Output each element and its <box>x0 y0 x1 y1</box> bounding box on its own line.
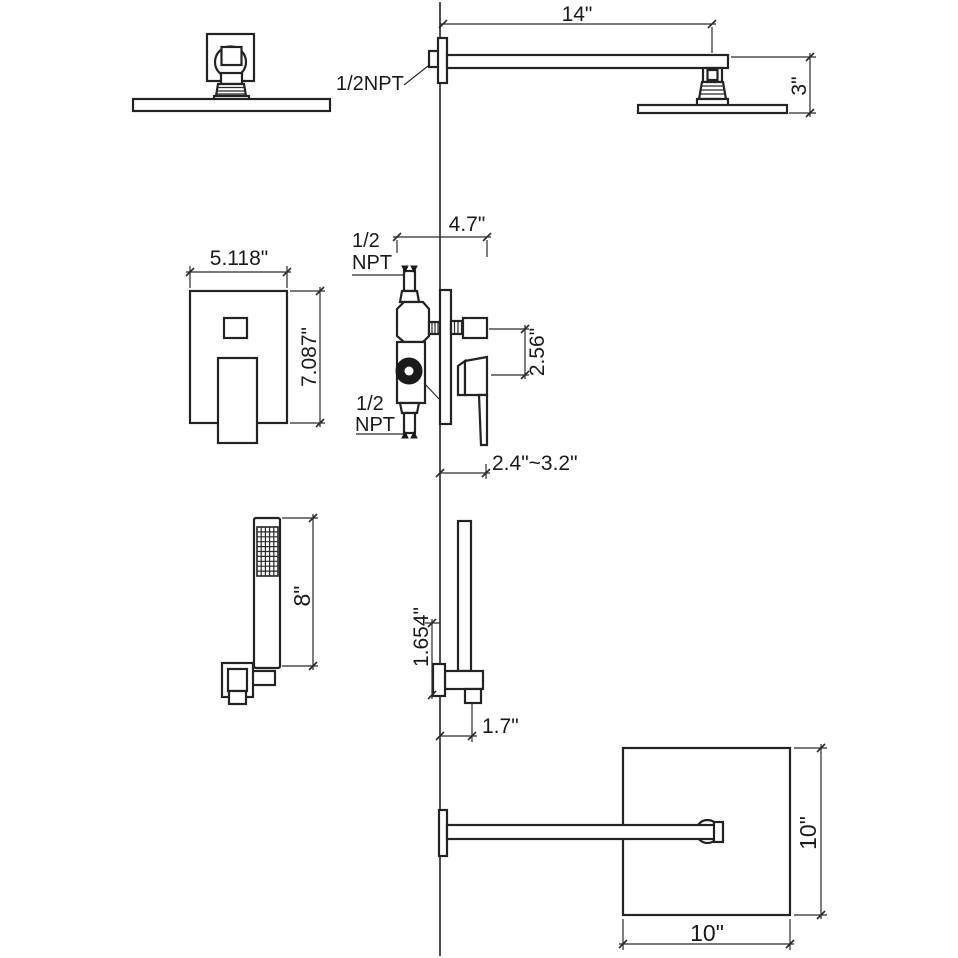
dim-plate-width-label: 5.118" <box>210 247 268 270</box>
shower-head-top-view <box>437 746 792 917</box>
holder-nozzle <box>463 687 483 705</box>
hand-shower-front-view <box>220 516 282 706</box>
mixer-valve-side-view <box>395 269 489 447</box>
dim-ticks <box>315 286 325 428</box>
dim-head-drop: 3" <box>731 52 816 118</box>
shower-arm-assembly <box>427 36 789 115</box>
dim-ticks <box>308 513 318 671</box>
handle-body-side <box>463 355 489 397</box>
dim-ticks <box>427 618 437 700</box>
leader-arrows <box>401 430 418 439</box>
outlet-block <box>461 316 489 340</box>
dim-plate-height-label: 7.087" <box>298 327 321 387</box>
body-detail-line <box>423 382 440 400</box>
dim-line <box>440 23 716 53</box>
arm-end-cap <box>712 820 725 844</box>
dim-head-drop-label: 3" <box>788 76 811 95</box>
dim-ticks <box>438 19 717 29</box>
neck <box>219 71 244 86</box>
hand-shower-holder-side-view <box>431 519 485 705</box>
dim-ticks <box>185 267 292 277</box>
shower-head-side-view <box>131 32 332 113</box>
dim-holder-height-label: 1.654" <box>410 607 433 667</box>
spray-grid-lines <box>257 527 278 576</box>
holder-body <box>443 669 485 691</box>
dim-arm-length-label: 14" <box>562 3 593 26</box>
ball-stem <box>220 45 243 67</box>
valve-trim-front-view <box>188 289 289 445</box>
thread-lines <box>453 322 463 333</box>
dim-line <box>489 325 529 379</box>
thread-lines <box>216 86 246 95</box>
dim-head-depth: 10" <box>794 743 827 920</box>
dim-line <box>440 464 490 479</box>
dim-valve-depth: 4.7" <box>392 213 492 257</box>
leader-line <box>403 65 429 86</box>
dim-wand-length-label: 8" <box>289 586 315 607</box>
valve-thread-callout-top: 1/2 NPT <box>352 230 418 276</box>
inlet-pipe-top <box>402 269 417 293</box>
thread-top-label-2: NPT <box>352 252 392 274</box>
dim-head-depth-label: 10" <box>795 816 821 850</box>
dim-ticks <box>520 324 530 380</box>
thread-bottom-label-2: NPT <box>355 414 395 436</box>
holder-wall-flange <box>431 662 447 698</box>
head-face-plate <box>131 97 332 113</box>
dim-arm-length: 14" <box>438 3 717 53</box>
trim-plate-side <box>438 288 453 426</box>
thread-top-label-1: 1/2 <box>352 230 380 252</box>
arm-top-view <box>445 823 722 841</box>
valve-body-upper <box>395 300 431 344</box>
dim-head-width: 10" <box>618 919 795 950</box>
dim-handle-clearance: 2.4"~3.2" <box>435 452 578 479</box>
dim-ticks <box>392 232 492 242</box>
supply-elbow-inner <box>226 667 249 693</box>
handle-lever-side <box>477 393 489 447</box>
arm-wall-flange <box>436 36 449 85</box>
arm-thread-label: 1/2NPT <box>336 73 404 95</box>
hand-shower-wand <box>252 516 282 670</box>
ball-connector-inner <box>706 68 719 82</box>
arm-thread-callout: 1/2NPT <box>336 65 429 95</box>
diverter-knob-center <box>404 366 414 376</box>
elbow-nozzle <box>227 689 248 706</box>
coupling-bottom <box>398 401 421 415</box>
dim-plate-height: 7.087" <box>290 286 325 428</box>
diverter-button <box>222 316 249 340</box>
leader-arrows <box>401 265 418 274</box>
arm-flange-top-view <box>437 808 449 858</box>
dim-line <box>731 53 816 117</box>
head-plate-side <box>636 103 789 115</box>
dim-holder-depth: 1.7" <box>435 704 519 742</box>
dim-head-width-label: 10" <box>690 920 724 946</box>
wand-edge-view <box>456 519 473 673</box>
dim-ticks <box>435 731 477 741</box>
valve-thread-callout-bottom: 1/2 NPT <box>355 393 418 439</box>
dim-holder-height: 1.654" <box>410 607 440 700</box>
dim-ticks <box>435 468 491 478</box>
thread-lines <box>699 85 726 95</box>
dim-ticks <box>805 52 815 118</box>
dim-port-spacing: 2.56" <box>489 324 549 380</box>
dim-valve-depth-label: 4.7" <box>449 213 486 236</box>
dim-handle-clearance-label: 2.4"~3.2" <box>492 452 578 475</box>
dim-wand-length: 8" <box>282 513 318 671</box>
dim-port-spacing-label: 2.56" <box>526 328 549 376</box>
dim-ticks <box>618 939 795 949</box>
dim-plate-width: 5.118" <box>185 247 292 288</box>
thread-lines <box>431 323 439 333</box>
dim-holder-depth-label: 1.7" <box>482 715 519 738</box>
coupling-top <box>398 289 421 304</box>
lever-handle-front <box>216 356 259 445</box>
shower-arm <box>445 53 730 70</box>
inlet-pipe-bottom <box>402 411 417 435</box>
dim-line <box>393 236 491 257</box>
thread-bottom-label-1: 1/2 <box>356 393 384 415</box>
dim-ticks <box>816 743 826 920</box>
dim-line <box>186 266 291 288</box>
